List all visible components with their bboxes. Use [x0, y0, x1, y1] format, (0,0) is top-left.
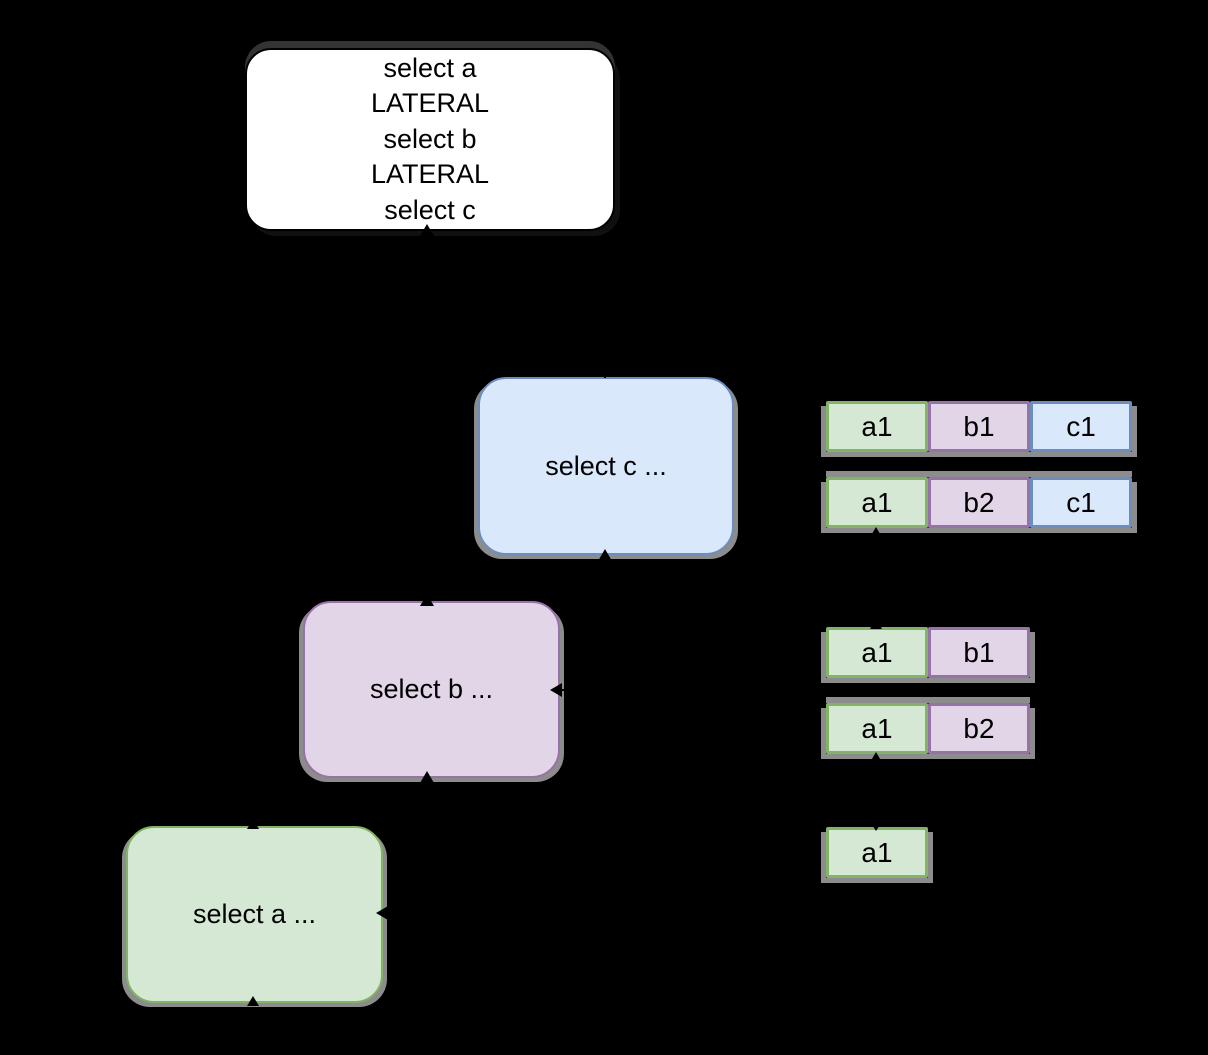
result-row: a1 b1 c1	[826, 401, 1132, 452]
node-label: select a ...	[192, 899, 317, 929]
node-label: select b ...	[369, 674, 494, 704]
node-label: select c ...	[545, 450, 667, 481]
row-cell: c1	[1030, 401, 1132, 452]
arrowhead-icon	[869, 527, 883, 539]
result-row: a1 b2	[826, 703, 1030, 754]
edge-line	[252, 775, 428, 822]
query-line: LATERAL	[370, 88, 490, 119]
select-b-node: select b ...	[303, 601, 560, 778]
query-line: select c	[384, 194, 476, 225]
select-a-node: select a ...	[126, 826, 383, 1003]
result-row: a1	[826, 827, 928, 878]
row-cell: a1	[826, 827, 928, 878]
row-cell: a1	[826, 477, 928, 528]
row-cell: a1	[826, 627, 928, 678]
row-cell: b1	[928, 627, 1030, 678]
row-cell: a1	[826, 401, 928, 452]
result-row: a1 b2 c1	[826, 477, 1132, 528]
select-c-node: select c ...	[478, 377, 734, 555]
row-cell: b2	[928, 703, 1030, 754]
query-line: select a	[383, 52, 477, 83]
result-row: a1 b1	[826, 627, 1030, 678]
row-cell: b1	[928, 401, 1030, 452]
edge-line	[426, 553, 606, 598]
row-cell: a1	[826, 703, 928, 754]
query-node: select a LATERAL select b LATERAL select…	[245, 48, 615, 231]
edge-line	[426, 230, 606, 378]
row-cell: c1	[1030, 477, 1132, 528]
query-line: LATERAL	[370, 159, 490, 190]
query-line: select b	[383, 123, 477, 154]
row-cell: b2	[928, 477, 1030, 528]
